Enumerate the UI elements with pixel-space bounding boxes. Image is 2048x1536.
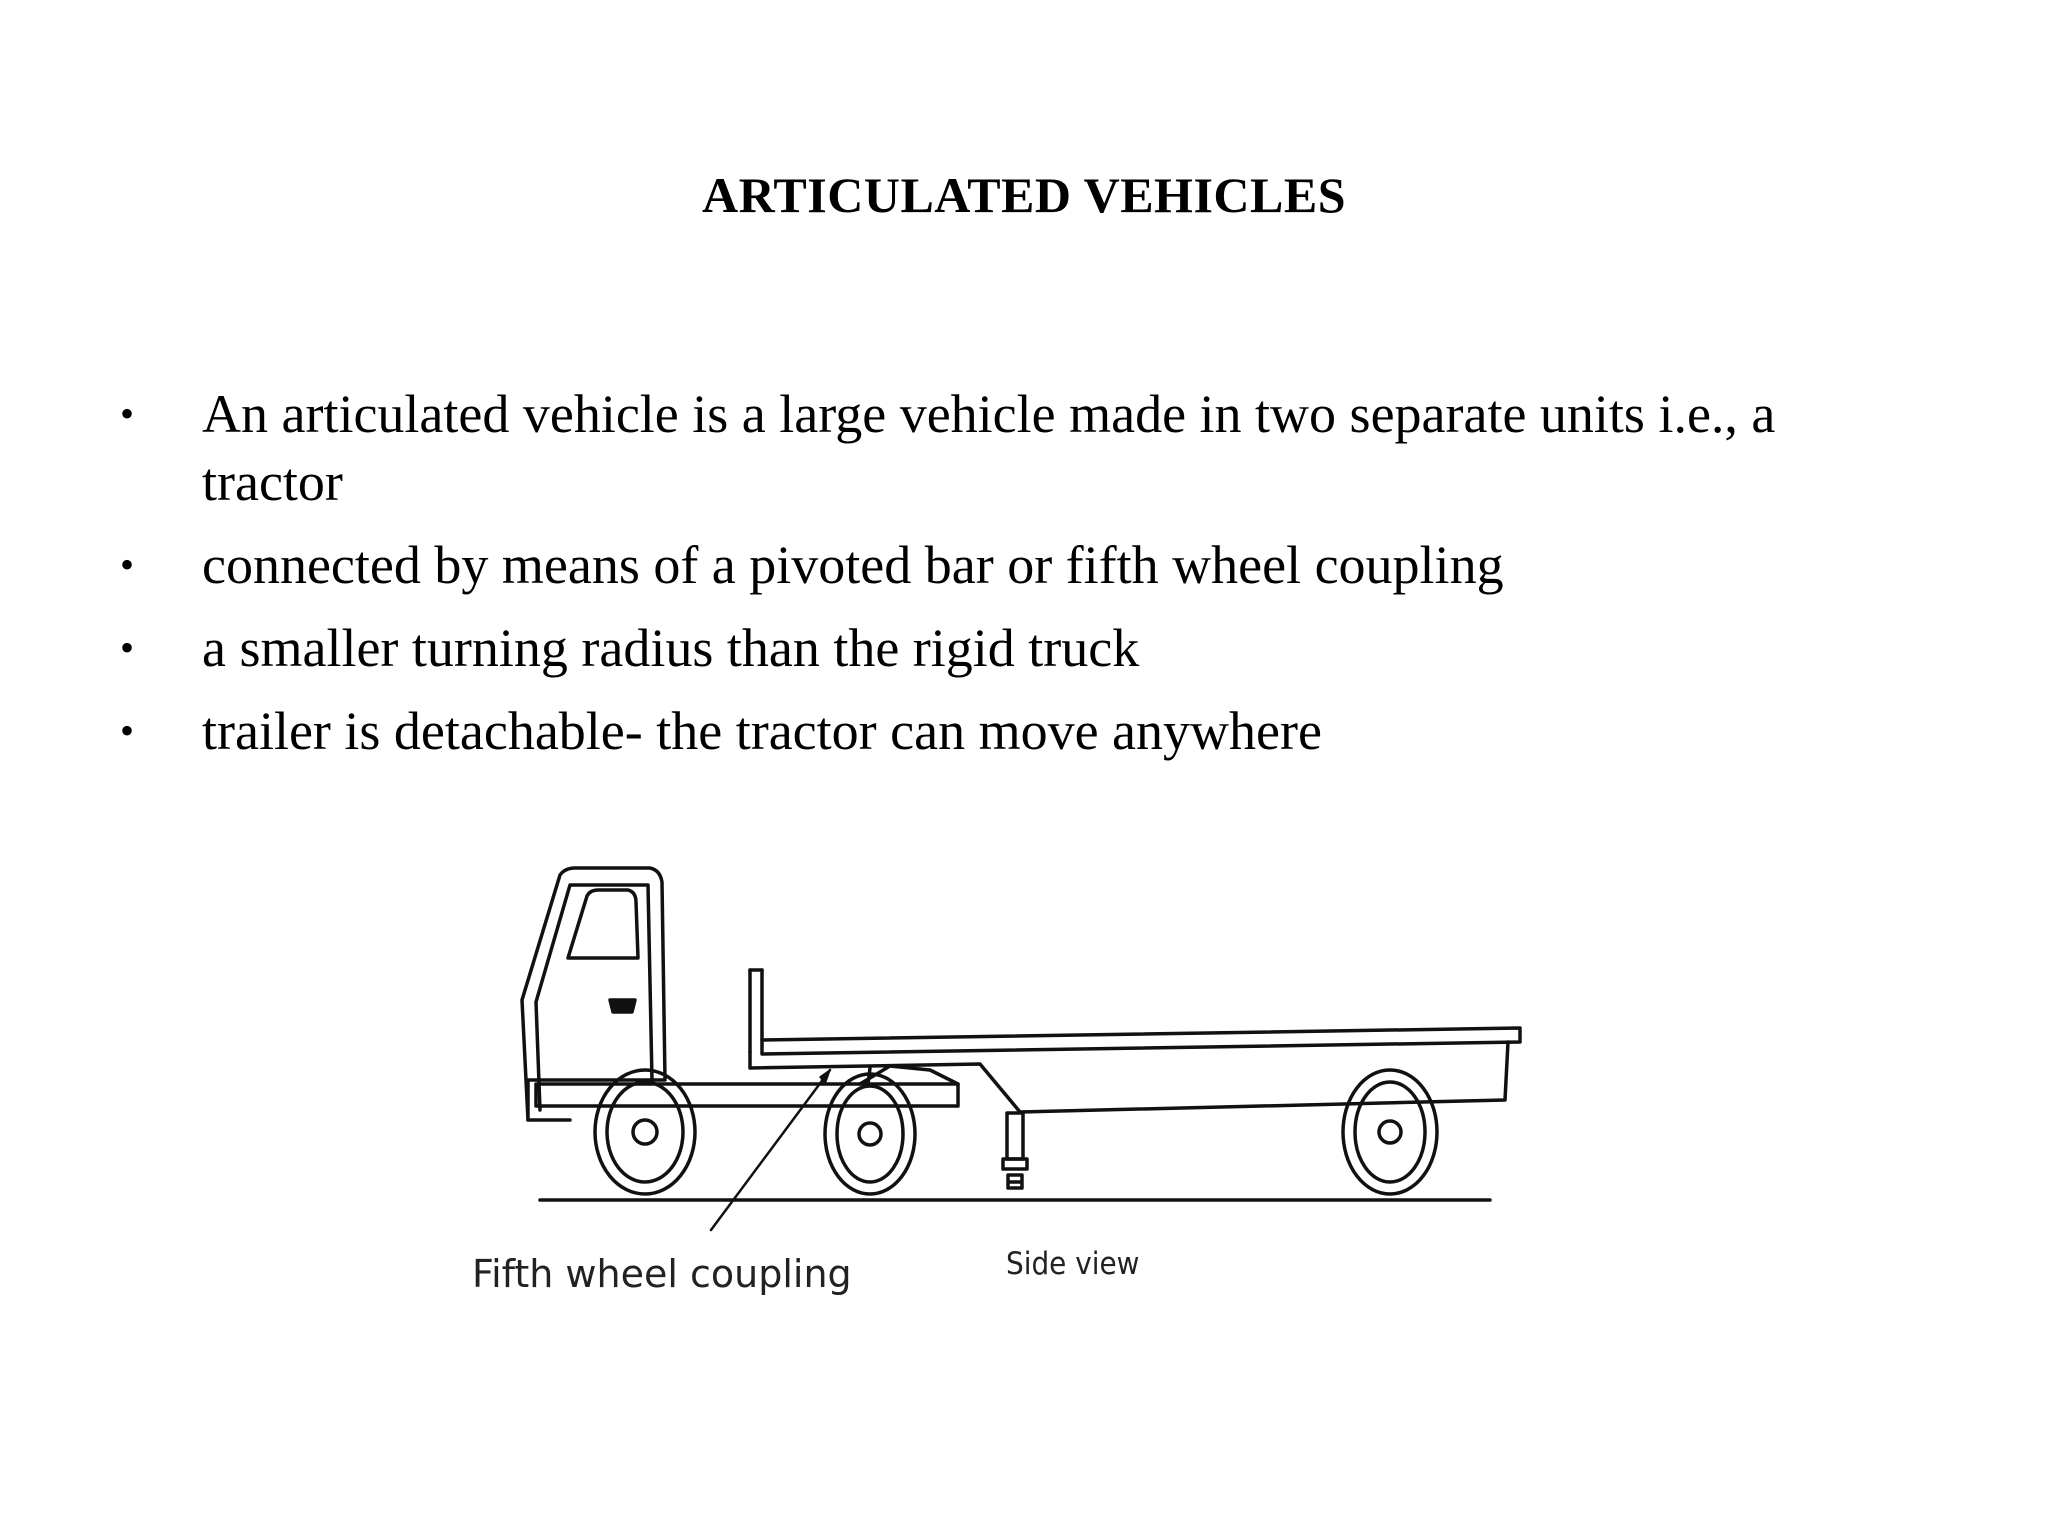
tractor-cab-inner <box>534 883 654 1112</box>
bullet-text: a smaller turning radius than the rigid … <box>202 618 1140 678</box>
bullet-item: • trailer is detachable- the tractor can… <box>120 697 1920 765</box>
bullet-list: • An articulated vehicle is a large vehi… <box>120 380 1920 780</box>
bullet-text: An articulated vehicle is a large vehicl… <box>202 384 1776 512</box>
coupling-leader-line <box>709 1068 832 1232</box>
bullet-item: • a smaller turning radius than the rigi… <box>120 614 1920 682</box>
tractor-chassis <box>534 1082 960 1108</box>
side-view-caption: Side view <box>1006 1246 1140 1282</box>
articulated-vehicle-diagram <box>460 830 1610 1330</box>
tractor-window <box>566 888 640 960</box>
trailer-frame <box>748 1040 1510 1114</box>
trailer-deck <box>760 1026 1522 1056</box>
tractor-rear-wheel <box>823 1072 917 1196</box>
bullet-text: connected by means of a pivoted bar or f… <box>202 535 1504 595</box>
bullet-dot-icon: • <box>120 542 135 587</box>
bullet-dot-icon: • <box>120 391 135 436</box>
truck-side-view-drawing <box>520 866 1522 1232</box>
bullet-dot-icon: • <box>120 625 135 670</box>
bullet-item: • An articulated vehicle is a large vehi… <box>120 380 1920 516</box>
mirror-icon <box>608 998 637 1014</box>
trailer-landing-leg <box>1005 1111 1025 1161</box>
bullet-text: trailer is detachable- the tractor can m… <box>202 701 1322 761</box>
slide-title: ARTICULATED VEHICLES <box>701 167 1347 223</box>
tractor-cab <box>520 866 667 1122</box>
bullet-item: • connected by means of a pivoted bar or… <box>120 531 1920 599</box>
trailer-wheel <box>1341 1068 1439 1196</box>
bullet-dot-icon: • <box>120 708 135 753</box>
fifth-wheel-coupling-caption: Fifth wheel coupling <box>472 1252 852 1296</box>
tractor-front-wheel <box>593 1068 697 1196</box>
